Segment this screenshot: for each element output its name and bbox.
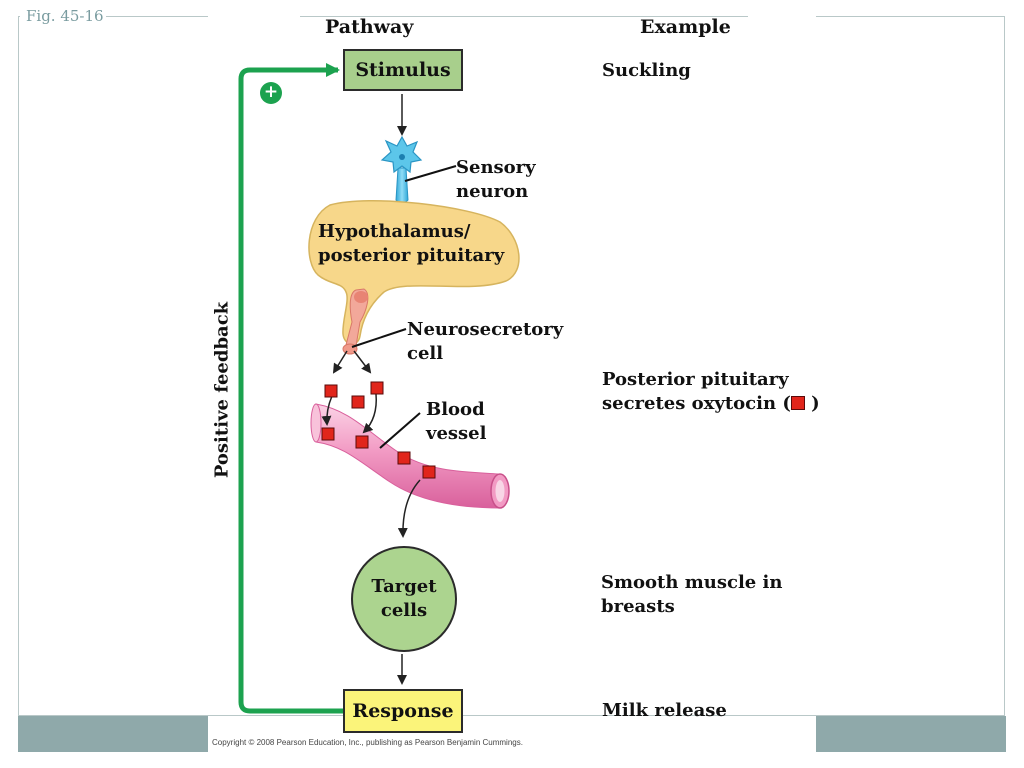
example-hormone: Posterior pituitary secretes oxytocin ( … <box>602 369 820 414</box>
example-target: Smooth muscle in breasts <box>601 572 783 617</box>
release-arrow-right <box>353 350 372 374</box>
response-label: Response <box>352 700 454 722</box>
oxytocin-molecule <box>324 384 338 398</box>
oxytocin-molecule <box>321 427 335 441</box>
sensory-neuron-leader <box>404 165 457 182</box>
example-heading: Example <box>640 16 731 38</box>
frame-gap <box>748 10 816 24</box>
blood-vessel-leader <box>379 412 421 449</box>
response-box: Response <box>343 689 463 733</box>
slide-frame <box>18 16 1005 716</box>
oxytocin-molecule <box>355 435 369 449</box>
sensory-neuron-icon <box>380 135 423 204</box>
positive-sign-icon: + <box>260 82 282 104</box>
blood-vessel-label: Blood vessel <box>426 399 487 444</box>
feedback-arrow <box>238 63 343 714</box>
oxytocin-arrow-right <box>362 393 377 434</box>
frame-gap <box>208 10 300 24</box>
oxytocin-molecule <box>422 465 436 479</box>
oxytocin-molecule <box>397 451 411 465</box>
frame-gap <box>20 10 106 24</box>
positive-feedback-label: Positive feedback <box>211 301 233 479</box>
vessel-to-target-arrow <box>397 479 421 538</box>
neurosecretory-leader <box>351 328 407 348</box>
pathway-heading: Pathway <box>325 16 414 38</box>
blood-vessel-icon <box>310 403 510 509</box>
oxytocin-arrow-left <box>321 395 333 426</box>
oxytocin-molecule <box>351 395 365 409</box>
stimulus-label: Stimulus <box>355 59 451 81</box>
figure-label: Fig. 45-16 <box>26 7 104 25</box>
stimulus-box: Stimulus <box>343 49 463 91</box>
neurosecretory-cell-label: Neurosecretory cell <box>407 319 564 364</box>
target-cells-circle: Target cells <box>351 546 457 652</box>
oxytocin-icon <box>790 396 805 410</box>
footer-band-right <box>816 716 1006 752</box>
release-arrow-left <box>332 350 348 374</box>
sensory-neuron-label: Sensory neuron <box>456 157 536 202</box>
copyright-notice: Copyright © 2008 Pearson Education, Inc.… <box>212 738 523 747</box>
oxytocin-molecules <box>321 381 436 479</box>
oxytocin-molecule <box>370 381 384 395</box>
example-stimulus: Suckling <box>602 60 691 81</box>
hypothalamus-label: Hypothalamus/ posterior pituitary <box>318 221 505 266</box>
footer-band-left <box>18 716 208 752</box>
example-response: Milk release <box>602 700 727 721</box>
